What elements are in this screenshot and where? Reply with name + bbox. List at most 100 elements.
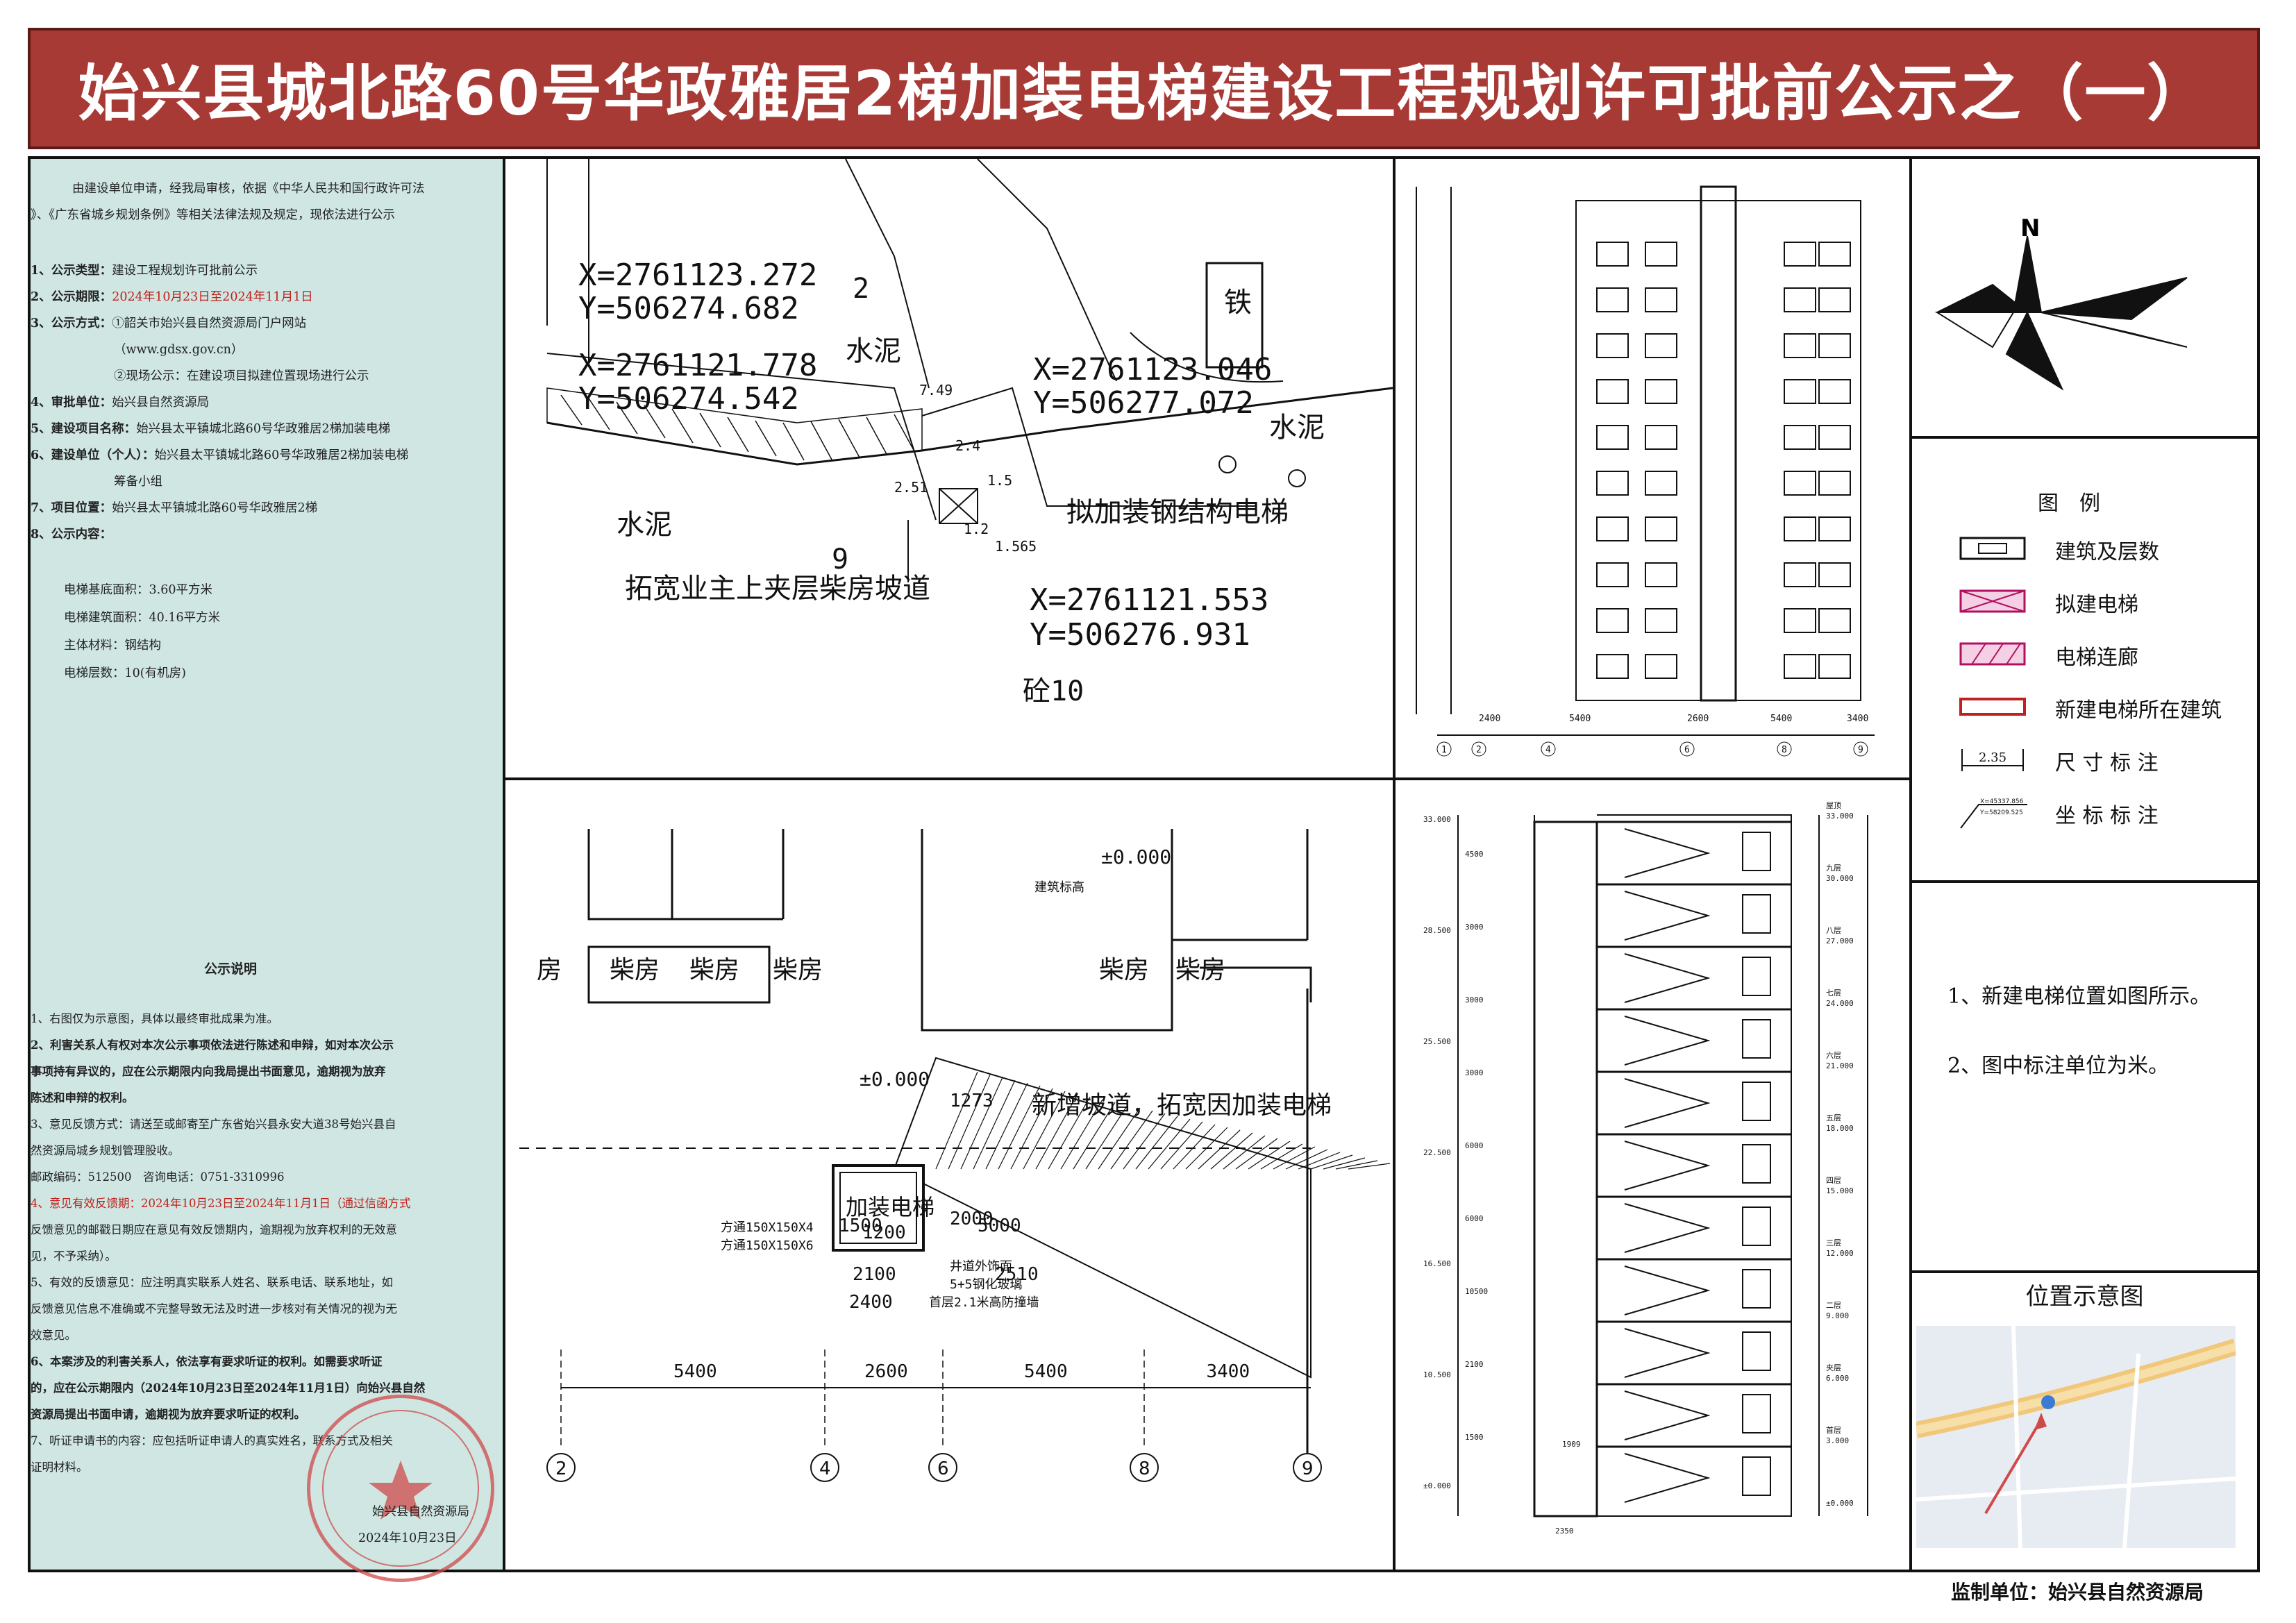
legend-label: 电梯连廊 — [2055, 646, 2138, 670]
section-stair — [1624, 828, 1711, 878]
elevation-window — [1645, 333, 1677, 358]
notice-item-label: 1、公示类型： — [31, 264, 112, 278]
ramp-hatch-line — [1323, 1157, 1366, 1170]
elevation-window — [1784, 562, 1816, 587]
sign-date: 2024年10月23日 — [358, 1531, 457, 1545]
floor-plan-dim: 2400 — [849, 1292, 893, 1313]
section-left-level: ±0.000 — [1423, 1481, 1451, 1490]
elevation-window — [1818, 287, 1851, 312]
intro-line-1: 由建设单位申请，经我局审核，依据《中华人民共和国行政许可法 — [72, 182, 425, 196]
section-stair — [1624, 1265, 1711, 1315]
elevation-window — [1784, 471, 1816, 496]
section-window — [1742, 1019, 1771, 1059]
section-level: 3.000 — [1826, 1436, 1849, 1445]
section-dim: 3000 — [1465, 995, 1484, 1004]
elevation-dim: 2400 — [1479, 714, 1500, 724]
dim-749: 7.49 — [919, 382, 953, 398]
notice-item-label: 8、公示内容： — [31, 528, 112, 541]
divider-left — [503, 159, 505, 1570]
coord-y-3: Y=506277.072 — [1033, 385, 1254, 421]
axis-label: 9 — [1302, 1458, 1314, 1479]
section-stair — [1624, 1453, 1711, 1503]
floor-plan-dim: 1273 — [950, 1091, 994, 1111]
explain-line: 7、听证申请书的内容：应包括听证申请人的真实姓名，联系方式及相关 — [31, 1434, 393, 1447]
notice-item-value: 2024年10月23日至2024年11月1日 — [112, 290, 313, 304]
section-floor: 五层 — [1826, 1113, 1841, 1122]
elevation-window — [1645, 654, 1677, 679]
elevator-corridor-icon — [1959, 642, 2026, 666]
section-level: 12.000 — [1826, 1249, 1854, 1258]
ramp-hatch-line — [1310, 1154, 1353, 1170]
legend-label: 建筑及层数 — [2055, 540, 2159, 564]
dim-1565: 1.565 — [995, 538, 1037, 555]
notice-item: 5、建设项目名称：始兴县太平镇城北路60号华政雅居2梯加装电梯 — [31, 416, 390, 442]
notice-item-label: 4、审批单位： — [31, 396, 112, 410]
elevation-window — [1784, 287, 1816, 312]
elevation-window — [1784, 654, 1816, 679]
notice-item: 3、公示方式：①韶关市始兴县自然资源局门户网站 — [31, 310, 306, 337]
elevation-window — [1645, 242, 1677, 267]
section-window — [1742, 1082, 1771, 1121]
notice-item: 2、公示期限：2024年10月23日至2024年11月1日 — [31, 284, 313, 310]
coord-y-4: Y=506276.931 — [1030, 617, 1250, 653]
shed-label: 柴房 — [689, 956, 739, 984]
explain-line: 见，不予采纳）。 — [31, 1250, 117, 1263]
shed-label: 柴房 — [1175, 956, 1225, 984]
ramp-hatch-line — [1260, 1143, 1303, 1170]
notice-item: 1、公示类型：建设工程规划许可批前公示 — [31, 258, 258, 284]
legend-item: 拟建电梯 — [1958, 582, 2249, 623]
ramp-hatch-line — [1335, 1160, 1378, 1170]
elevation-window — [1596, 287, 1629, 312]
axis-label: 8 — [1139, 1458, 1150, 1479]
location-map — [1916, 1326, 2236, 1548]
section-floor: 七层 — [1826, 989, 1841, 998]
level-mid: ±0.000 — [860, 1068, 930, 1091]
location-title: 位置示意图 — [2025, 1282, 2144, 1311]
section-level: 27.000 — [1826, 936, 1854, 945]
elevation-axis: 9 — [1858, 745, 1863, 755]
official-seal — [307, 1395, 494, 1582]
floor-plan-dim: 2100 — [853, 1264, 896, 1285]
divider-right — [1909, 159, 1912, 1570]
section-pit-dim: 1909 — [1562, 1440, 1581, 1449]
section-floor: 四层 — [1826, 1176, 1841, 1185]
note-1: 1、新建电梯位置如图所示。 — [1947, 984, 2211, 1009]
section-dim: 3000 — [1465, 923, 1484, 932]
explain-line: 事项持有异议的，应在公示期限内向我局提出书面意见，逾期视为放弃 — [31, 1065, 386, 1078]
elevator-label: 加装电梯 — [846, 1194, 935, 1220]
elevation-dim: 3400 — [1847, 714, 1868, 724]
dim-251: 2.51 — [894, 479, 928, 496]
explain-line: 反馈意见信息不准确或不完整导致无法及时进一步核对有关情况的视为无 — [31, 1302, 397, 1315]
axis-dim: 5400 — [673, 1361, 717, 1382]
notice-item-label: 6、建设单位（个人）： — [31, 448, 155, 462]
ramp-hatch-line — [1298, 1152, 1341, 1170]
section-floor: 三层 — [1826, 1238, 1841, 1247]
notice-item-value: 筹备小组 — [114, 475, 162, 489]
section-stair — [1624, 891, 1711, 941]
notice-item-label: 3、公示方式： — [31, 317, 112, 330]
notice-item: 7、项目位置：始兴县太平镇城北路60号华政雅居2梯 — [31, 495, 317, 521]
explain-line: 资源局提出书面申请，逾期视为放弃要求听证的权利。 — [31, 1408, 305, 1421]
existing-building-icon — [1959, 698, 2026, 716]
ramp-hatch-line — [1248, 1141, 1291, 1170]
legend-label: 尺 寸 标 注 — [2055, 751, 2159, 775]
tube-1: 方通150X150X4 — [721, 1220, 814, 1235]
section-window — [1742, 957, 1771, 996]
section-level: 30.000 — [1826, 874, 1854, 883]
ramp-hatch-line — [1135, 1116, 1178, 1170]
ramp-hatch-line — [985, 1082, 1028, 1170]
elevation-window — [1596, 333, 1629, 358]
explain-line: 证明材料。 — [31, 1461, 88, 1474]
section-left-level: 16.500 — [1423, 1259, 1451, 1268]
elevation-axis: 6 — [1684, 745, 1690, 755]
section-floor: 首层 — [1826, 1425, 1841, 1435]
explain-line: 6、本案涉及的利害关系人，依法享有要求听证的权利。如需要求听证 — [31, 1355, 383, 1368]
section-floor: 六层 — [1826, 1051, 1841, 1060]
elevation-window — [1818, 425, 1851, 450]
axis-label: 4 — [819, 1458, 831, 1479]
axis-dim: 2600 — [864, 1361, 908, 1382]
legend-label: 坐 标 标 注 — [2055, 804, 2159, 828]
coord-x-2: X=2761121.778 — [578, 348, 817, 383]
ramp-hatch-line — [1098, 1107, 1141, 1170]
